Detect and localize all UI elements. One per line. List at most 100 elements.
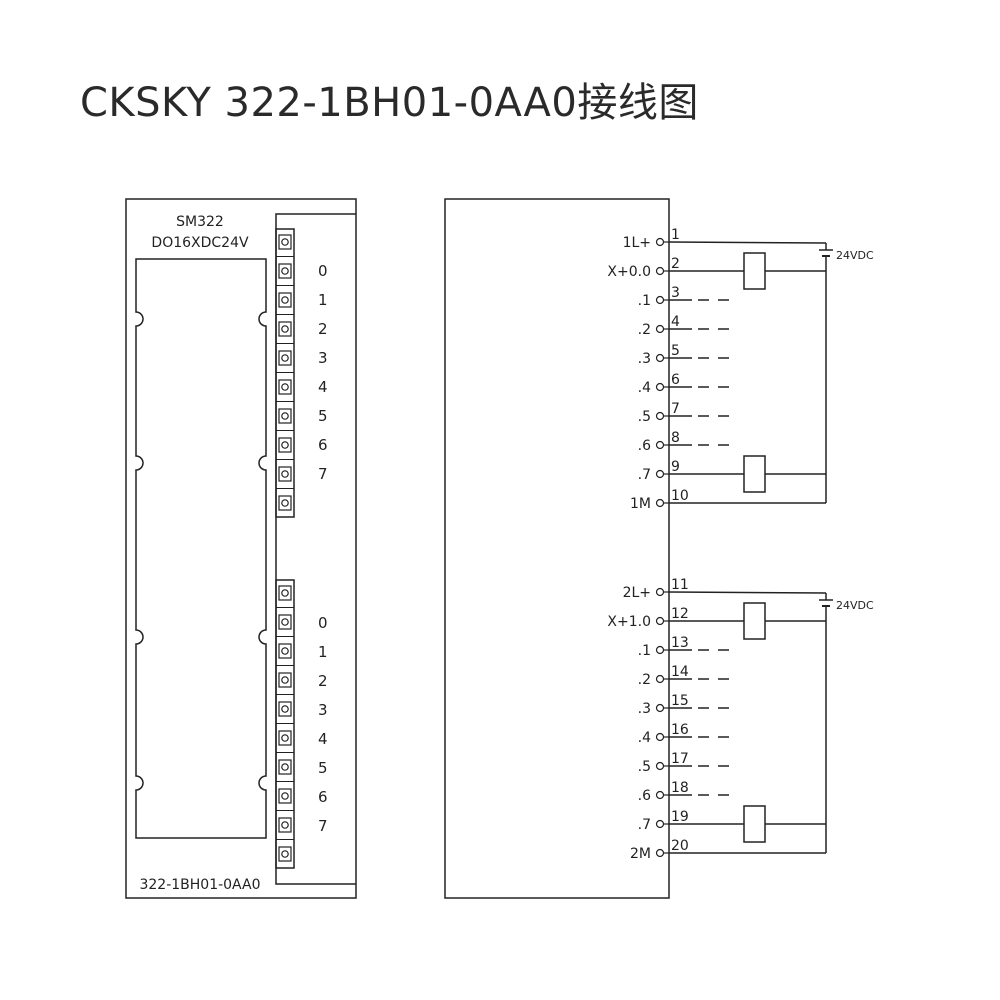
screw-icon [281,412,289,420]
terminal-label: .5 [638,759,651,775]
screw-housing [278,614,292,630]
module-type: DO16XDC24V [151,235,249,251]
terminal-number: 15 [671,693,689,709]
screw-icon [281,470,289,478]
module-housing [125,198,357,899]
screw-icon [281,441,289,449]
screw-housing [278,437,292,453]
terminal-icon [655,732,665,742]
channel-label: 7 [318,465,328,483]
screw-icon [281,821,289,829]
terminal: X+0.0 2 [607,256,680,280]
terminal-label: .3 [638,351,651,367]
terminal-screw [276,466,294,489]
terminal-number: 4 [671,314,680,330]
terminal: 1L+1 [623,227,680,251]
screw-housing [278,759,292,775]
terminal-icon [655,616,665,626]
page-title: CKSKY 322-1BH01-0AA0接线图 [80,80,699,126]
screw-housing [278,263,292,279]
screw-icon [281,734,289,742]
terminal-screw [276,379,294,402]
screw-icon [281,238,289,246]
screw-icon [281,325,289,333]
screw-housing [278,292,292,308]
terminal-screw [276,701,294,724]
terminal-label: .3 [638,701,651,717]
screw-housing [278,643,292,659]
screw-icon [281,763,289,771]
channel-label: 1 [318,643,328,661]
terminal-label: 2M [630,846,651,862]
terminal: .2 4 [638,314,729,338]
terminal-number: 6 [671,372,680,388]
terminal: .6 18 [638,780,729,804]
terminal-label: .2 [638,672,651,688]
terminal-label: .2 [638,322,651,338]
supply-label: 24VDC [836,599,874,612]
supply-label: 24VDC [836,249,874,262]
terminal: 2L+ 11 [623,577,689,601]
load-coil [743,252,766,290]
terminal-label: 1L+ [623,235,651,251]
module-front-panel [135,258,267,839]
terminal-screw [276,614,294,637]
terminal-number: 2 [671,256,680,272]
terminal-screw [276,817,294,840]
terminal-number: 10 [671,488,689,504]
terminal-icon [655,761,665,771]
load-coil [743,455,766,493]
channel-label: 3 [318,349,328,367]
terminal: 2M 20 [630,838,689,862]
terminal-number: 9 [671,459,680,475]
channel-label: 1 [318,291,328,309]
screw-icon [281,499,289,507]
module-part-number: 322-1BH01-0AA0 [139,877,260,893]
terminal-label: .1 [638,643,651,659]
screw-icon [281,618,289,626]
terminal-screw [276,643,294,666]
screw-housing [278,466,292,482]
screw-housing [278,788,292,804]
terminal-icon [655,587,665,597]
screw-icon [281,354,289,362]
terminal-icon [655,498,665,508]
screw-icon [281,705,289,713]
terminal-number: 18 [671,780,689,796]
terminal-icon [655,848,665,858]
channel-label: 5 [318,407,328,425]
terminal-label: X+0.0 [607,264,651,280]
terminal-label: .6 [638,788,651,804]
terminal-number: 20 [671,838,689,854]
screw-housing [278,495,292,511]
screw-icon [281,296,289,304]
terminal-icon [655,645,665,655]
channel-label: 2 [318,320,328,338]
terminal-number: 11 [671,577,689,593]
terminal-label: 2L+ [623,585,651,601]
channel-label: 4 [318,378,328,396]
terminal-icon [655,411,665,421]
supply-feed-wire [668,591,827,594]
screw-housing [278,234,292,250]
terminal: 1M 10 [630,488,689,512]
terminal-label: 1M [630,496,651,512]
screw-housing [278,672,292,688]
terminal-label: .7 [638,817,651,833]
supply-feed-wire [668,241,827,244]
load-circuit: 24VDC [668,591,874,854]
terminal-screw [276,788,294,811]
screw-housing [278,730,292,746]
terminal-number: 7 [671,401,680,417]
terminal-screw [276,672,294,695]
terminal-icon [655,440,665,450]
channel-label: 4 [318,730,328,748]
terminal-screw [276,292,294,315]
channel-label: 7 [318,817,328,835]
